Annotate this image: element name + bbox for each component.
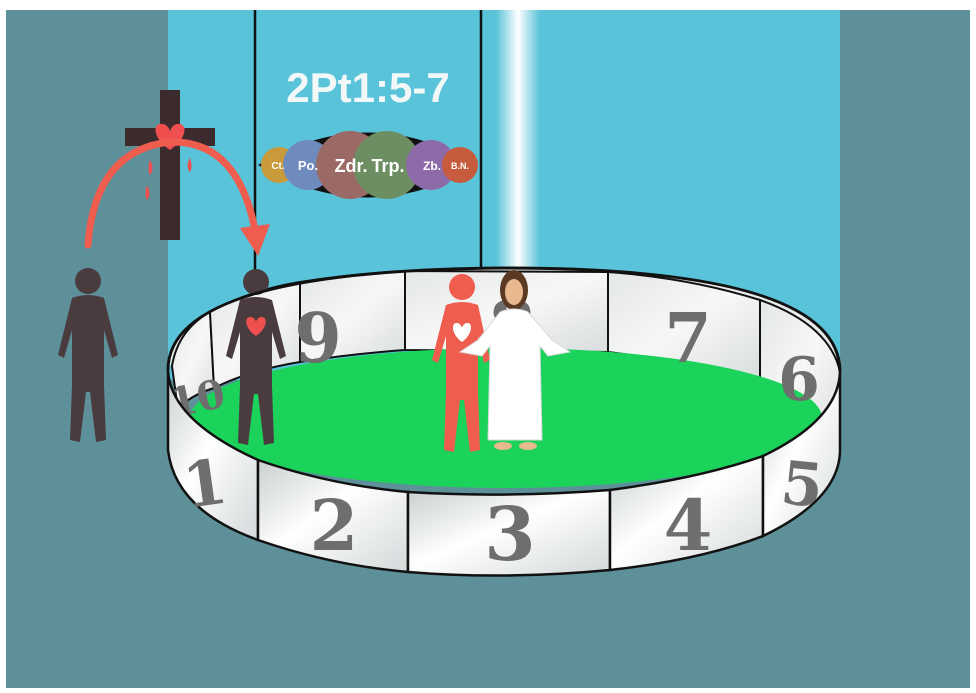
ring-number-4: 4 [664,484,713,567]
virtue-label: Zb. [423,159,441,173]
ring-number-5: 5 [778,448,827,522]
scripture-reference: 2Pt1:5-7 [286,64,449,111]
virtue-label: Trp. [371,156,404,176]
virtue-label: B.N. [451,161,469,171]
light-beam [496,10,540,310]
virtue-label: Zdr. [334,156,367,176]
ring-number-2: 2 [310,484,359,567]
virtue-label: Po. [298,158,318,173]
ring-number-6: 6 [778,345,820,415]
ring-number-3: 3 [484,492,536,578]
virtue-label: Ct. [271,161,285,172]
ring-number-9: 9 [294,299,341,379]
ring-number-7: 7 [664,299,711,379]
